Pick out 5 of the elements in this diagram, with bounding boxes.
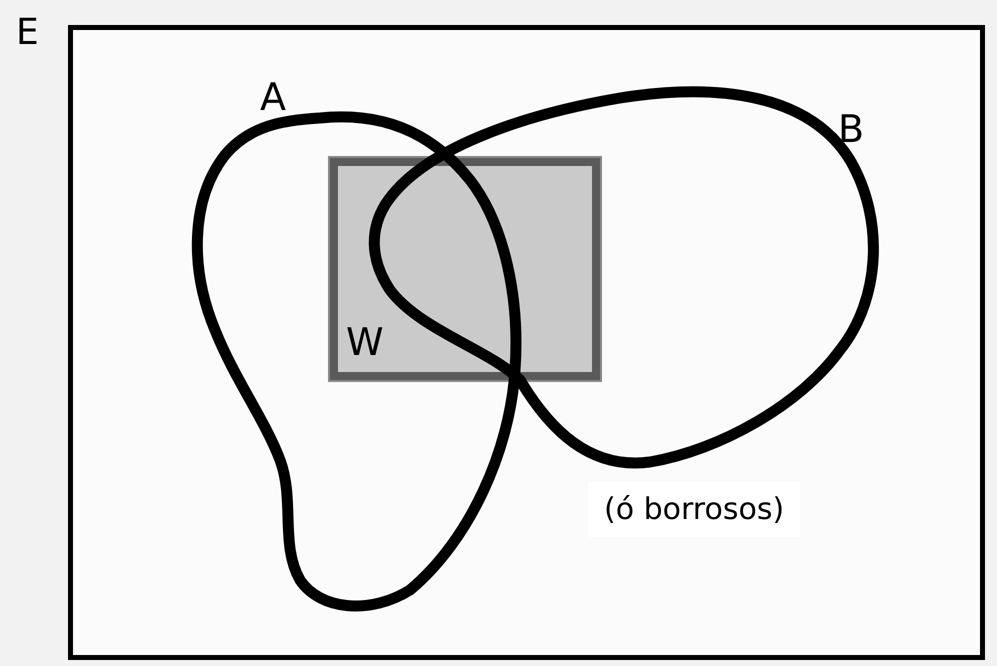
set-label: B	[838, 110, 864, 148]
note-text: (ó borrosos)	[588, 482, 800, 537]
set-label: E	[16, 15, 39, 51]
set-label: W	[346, 323, 384, 361]
set-label: A	[260, 78, 286, 116]
